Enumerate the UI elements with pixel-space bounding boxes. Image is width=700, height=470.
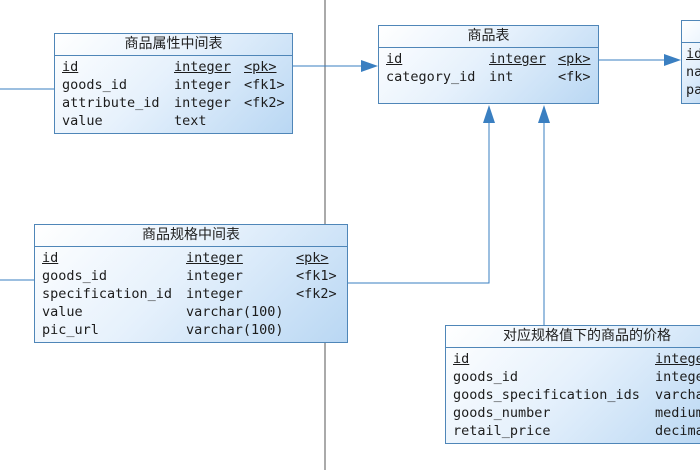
column-row: goods_number medium — [453, 404, 700, 422]
column-key: <fk> — [558, 69, 591, 85]
column-type: varcha — [655, 387, 700, 403]
entity-goods[interactable]: 商品表 id integer <pk> category_id int <fk> — [378, 25, 599, 104]
column-row: goods_id integer <fk1> — [42, 267, 340, 285]
column-name: value — [42, 304, 83, 320]
entity-title: 商品表 — [379, 26, 598, 48]
column-type: text — [174, 113, 207, 129]
column-name: id — [686, 46, 700, 62]
column-row: id integer <pk> — [62, 58, 285, 76]
column-type: varchar(100) — [186, 304, 284, 320]
column-row: value text — [62, 112, 285, 130]
column-type: integer — [174, 59, 231, 75]
column-row: attribute_id integer <fk2> — [62, 94, 285, 112]
column-name: specification_id — [42, 286, 173, 302]
entity-title: 商品属性中间表 — [55, 34, 292, 56]
column-key: <pk> — [244, 59, 277, 75]
column-row: id intege — [453, 350, 700, 368]
column-name: goods_id — [42, 268, 108, 284]
column-type: integer — [186, 250, 243, 266]
relation-arrowhead — [361, 60, 378, 72]
column-row: na — [686, 63, 700, 81]
entity-title — [682, 21, 700, 43]
column-type: varchar(100) — [186, 322, 284, 338]
column-key: <pk> — [558, 51, 591, 67]
column-key: <fk1> — [244, 77, 285, 93]
entity-goods-specification[interactable]: 商品规格中间表 id integer <pk> goods_id integer… — [34, 224, 348, 343]
column-type: integer — [186, 286, 243, 302]
column-name: na — [686, 64, 700, 80]
column-name: value — [62, 113, 103, 129]
column-name: category_id — [386, 69, 476, 85]
relation-arrowhead — [538, 105, 550, 123]
column-row: category_id int <fk> — [386, 68, 591, 86]
column-name: pa — [686, 82, 700, 98]
relation-arrowhead — [664, 54, 681, 66]
column-type: integer — [186, 268, 243, 284]
column-name: id — [42, 250, 59, 266]
entity-goods-attribute[interactable]: 商品属性中间表 id integer <pk> goods_id integer… — [54, 33, 293, 134]
entity-title: 对应规格值下的商品的价格 — [446, 326, 700, 348]
column-row: retail_price decima — [453, 422, 700, 440]
column-row: pa — [686, 81, 700, 99]
column-row: value varchar(100) — [42, 303, 340, 321]
column-row: pic_url varchar(100) — [42, 321, 340, 339]
column-name: id — [62, 59, 79, 75]
column-key: <fk2> — [244, 95, 285, 111]
entity-category-partial[interactable]: id na pa — [681, 20, 700, 104]
column-name: goods_id — [62, 77, 128, 93]
column-row: specification_id integer <fk2> — [42, 285, 340, 303]
column-name: attribute_id — [62, 95, 160, 111]
column-row: id integer <pk> — [42, 249, 340, 267]
column-row: goods_id integer <fk1> — [62, 76, 285, 94]
column-type: intege — [655, 369, 700, 385]
column-key: <pk> — [296, 250, 329, 266]
column-name: goods_number — [453, 405, 551, 421]
column-key: <fk1> — [296, 268, 337, 284]
relation-arrowhead — [483, 105, 495, 123]
column-type: medium — [655, 405, 700, 421]
column-row: goods_id intege — [453, 368, 700, 386]
column-type: integer — [174, 77, 231, 93]
column-type: intege — [655, 351, 700, 367]
column-name: retail_price — [453, 423, 551, 439]
column-type: decima — [655, 423, 700, 439]
column-key: <fk2> — [296, 286, 337, 302]
relation-specification-to-goods — [348, 122, 490, 284]
column-row: goods_specification_ids varcha — [453, 386, 700, 404]
entity-product-price[interactable]: 对应规格值下的商品的价格 id intege goods_id intege g… — [445, 325, 700, 444]
column-name: id — [453, 351, 470, 367]
column-name: goods_id — [453, 369, 519, 385]
column-name: pic_url — [42, 322, 99, 338]
column-type: integer — [489, 51, 546, 67]
column-name: id — [386, 51, 403, 67]
column-type: integer — [174, 95, 231, 111]
column-name: goods_specification_ids — [453, 387, 640, 403]
column-row: id — [686, 45, 700, 63]
entity-title: 商品规格中间表 — [35, 225, 347, 247]
column-type: int — [489, 69, 514, 85]
column-row: id integer <pk> — [386, 50, 591, 68]
